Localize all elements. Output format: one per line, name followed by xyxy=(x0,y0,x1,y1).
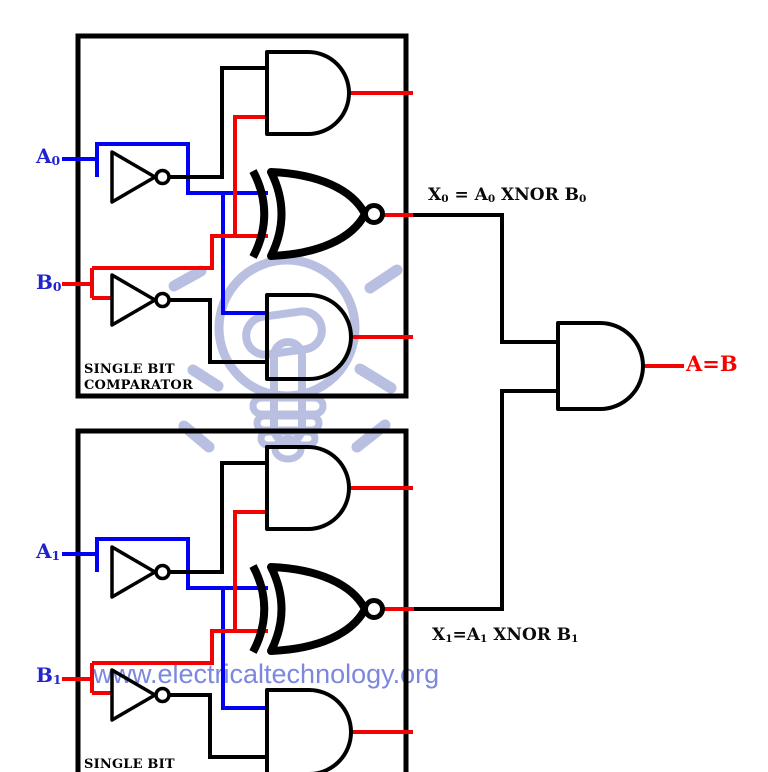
and-gate-0-bottom xyxy=(265,293,353,381)
comparator0-gates xyxy=(110,50,385,381)
not-gate-b1-bubble xyxy=(154,686,171,704)
net-a0-wire xyxy=(62,142,268,315)
net-a1-wire xyxy=(62,537,268,710)
x1-to-and-wire xyxy=(414,389,558,611)
comparator1-gates xyxy=(110,445,385,772)
comparator1-wires xyxy=(62,461,414,759)
xnor-gate-0-body xyxy=(267,168,369,260)
equation-label-x1: X1=A1 XNOR B1 xyxy=(432,625,579,645)
not-b1-output-wire xyxy=(169,693,267,759)
and-gate-1-bottom xyxy=(265,688,353,772)
equation-label-x0: X0 = A0 XNOR B0 xyxy=(428,185,587,205)
comparator0-wires xyxy=(62,66,414,364)
not-gate-b0-bubble xyxy=(154,291,171,309)
not-a0-output-wire xyxy=(169,66,267,179)
and-gate-0-top xyxy=(265,50,351,136)
not-gate-a1 xyxy=(110,545,157,599)
xnor-gate-1-input-arc xyxy=(249,564,269,654)
input-label-b1: B1 xyxy=(36,663,62,688)
comparator0-caption-line1: SINGLE BIT xyxy=(84,362,175,377)
not-gate-a0 xyxy=(110,150,157,204)
net-b1-wire xyxy=(62,510,268,695)
not-gate-b1 xyxy=(110,668,157,722)
xnor-gate-1-body xyxy=(267,563,369,655)
xnor-gate-0-input-arc xyxy=(249,169,269,259)
and-gate-1-top xyxy=(265,445,351,531)
final-and-gate xyxy=(556,321,645,411)
input-label-a1: A1 xyxy=(36,539,61,564)
input-label-a0: A0 xyxy=(36,144,61,169)
not-b0-output-wire xyxy=(169,298,267,364)
net-b0-wire xyxy=(62,115,268,300)
not-gate-b0 xyxy=(110,273,157,327)
not-gate-a0-bubble xyxy=(154,168,171,186)
comparator1-caption-line1: SINGLE BIT xyxy=(84,757,175,772)
x0-to-and-wire xyxy=(413,213,558,344)
input-label-b0: B0 xyxy=(36,270,62,295)
not-a1-output-wire xyxy=(169,461,267,574)
not-gate-a1-bubble xyxy=(154,563,171,581)
comparator0-caption-line2: COMPARATOR xyxy=(84,377,193,393)
xnor-gate-1-bubble xyxy=(363,598,385,620)
comparator1-caption: SINGLE BIT COMPARATOR xyxy=(84,757,193,772)
xnor-gate-0-bubble xyxy=(363,203,385,225)
comparator0-caption: SINGLE BIT COMPARATOR xyxy=(84,362,193,393)
result-label-a-eq-b: A=B xyxy=(686,351,738,376)
